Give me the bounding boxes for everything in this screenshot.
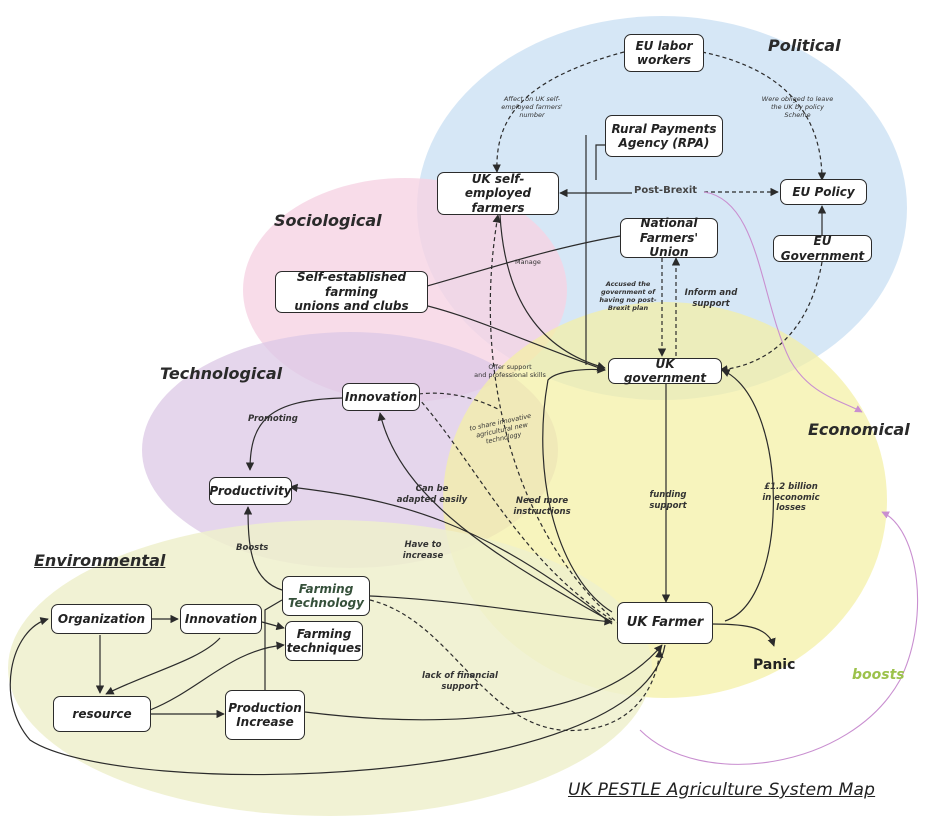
edge-lack: [369, 599, 664, 732]
edge-label-manage: Manage: [515, 258, 541, 266]
edge-label-billion: £1.2 billion in economic losses: [762, 482, 820, 514]
edge-eulabor-eupolicy: [701, 51, 827, 181]
edge-rpa: [595, 144, 605, 180]
edge-label-obliged: Were obliged to leave the UK by policy S…: [761, 95, 834, 120]
node-self-established-unions: Self-established farming unions and club…: [275, 270, 428, 313]
edge-farmer-ukgov: [721, 369, 774, 622]
edge-innov-resource: [105, 637, 221, 695]
boosts-arrow-upper: [703, 191, 863, 413]
node-innovation-environmental: Innovation: [180, 604, 262, 634]
boosts-arrow-lower: [639, 511, 919, 765]
region-label-technological: Technological: [160, 364, 283, 383]
edge-farmer-innovation: [377, 412, 613, 623]
node-uk-government: UK government: [608, 357, 722, 385]
node-uk-farmer: UK Farmer: [617, 602, 713, 644]
edge-label-post-brexit: Post-Brexit: [634, 185, 698, 196]
edge-tech-productivity: [243, 506, 283, 591]
edge-farmer-panic: [711, 623, 776, 647]
edge-innov-techniques: [261, 621, 285, 631]
boosts-arrows: [639, 191, 919, 765]
edge-label-offer: Offer support and professional skills: [474, 363, 546, 380]
edge-selfemployed-ukgov: [499, 214, 606, 371]
edge-farmer-selfemployed: [489, 214, 621, 626]
edge-farmer-organization: [9, 617, 666, 776]
region-label-environmental: Environmental: [34, 551, 166, 570]
edge-label-promoting: Promoting: [248, 414, 298, 424]
connections: [9, 51, 827, 776]
node-rural-payments-agency: Rural Payments Agency (RPA): [605, 115, 723, 157]
map-title: UK PESTLE Agriculture System Map: [568, 780, 876, 800]
node-uk-self-employed-farmers: UK self-employed farmers: [437, 172, 559, 215]
edge-eugov-ukgov: [719, 261, 823, 374]
edge-label-boosts: Boosts: [236, 543, 269, 553]
edge-label-inform: Inform and support: [684, 288, 738, 309]
region-label-political: Political: [768, 36, 841, 55]
node-eu-government: EU Government: [773, 234, 872, 263]
node-eu-policy: EU Policy: [780, 179, 867, 205]
region-label-economical: Economical: [808, 420, 910, 439]
edge-label-funding: funding support: [649, 490, 687, 511]
edge-label-adapted: Can be adapted easily: [396, 484, 468, 505]
edge-label-need-more: Need more instructions: [513, 496, 571, 517]
edge-production-farmer: [304, 644, 663, 721]
region-label-sociological: Sociological: [274, 211, 382, 230]
edge-production-tech: [264, 599, 283, 690]
node-innovation-technological: Innovation: [342, 383, 420, 411]
node-eu-labor-workers: EU labor workers: [624, 34, 704, 72]
node-farming-techniques: Farming techniques: [285, 621, 363, 661]
edge-label-lack: lack of financial support: [422, 671, 498, 692]
edge-innovation-unions: [411, 392, 501, 411]
node-productivity: Productivity: [209, 477, 292, 505]
edge-label-affect: Affect on UK self- employed farmers' num…: [501, 95, 563, 120]
edge-label-have-to: Have to increase: [402, 540, 444, 561]
node-farming-technology: Farming Technology: [282, 576, 370, 616]
environmental-region: [8, 520, 652, 816]
node-national-farmers-union: National Farmers' Union: [620, 216, 718, 259]
edge-resource-techniques: [149, 641, 285, 711]
edge-eulabor-selfemployed: [492, 51, 625, 173]
node-production-increase: Production Increase: [225, 690, 305, 740]
panic-label: Panic: [753, 657, 796, 673]
boosts-label: boosts: [852, 667, 905, 683]
node-organization: Organization: [51, 604, 152, 634]
node-resource: resource: [53, 696, 151, 732]
edge-label-accused: Accused the government of having no post…: [599, 280, 657, 313]
edge-tech-farmer: [369, 595, 613, 626]
edge-farmer-need: [542, 365, 613, 613]
edge-innovation-productivity: [245, 397, 343, 471]
edge-farmer-productivity: [289, 483, 613, 625]
